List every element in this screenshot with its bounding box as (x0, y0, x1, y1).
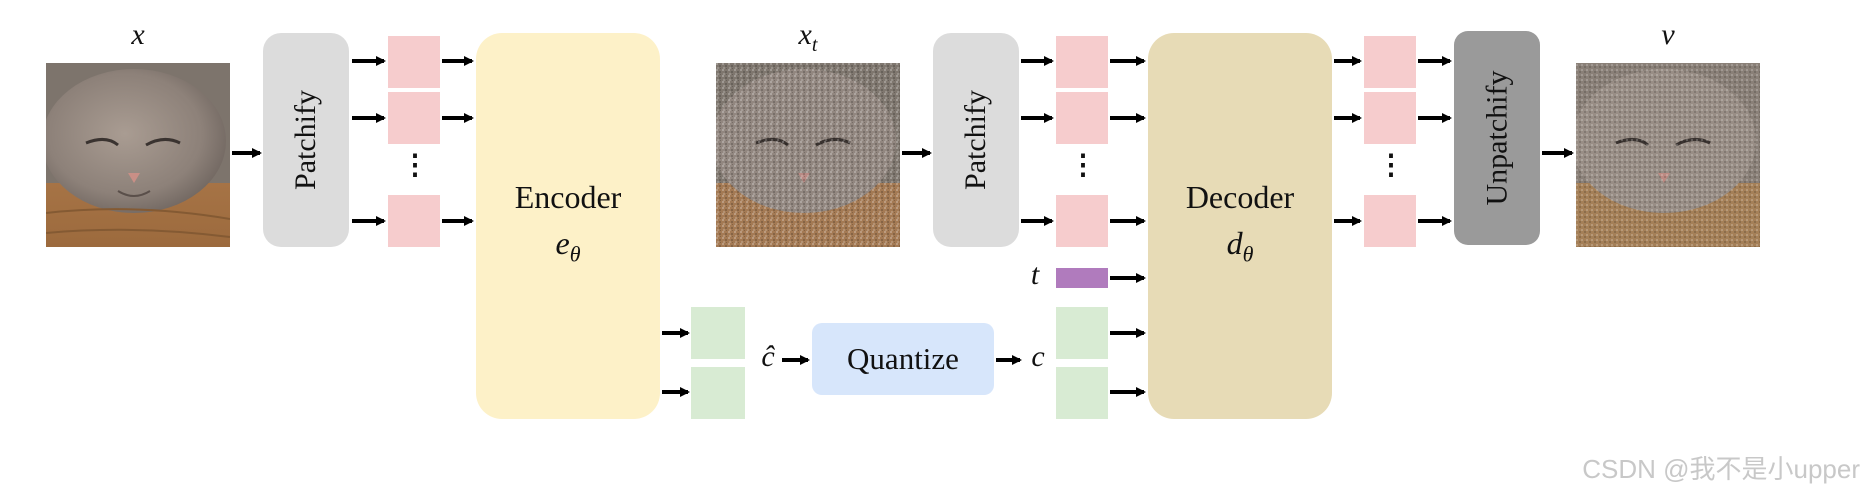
watermark: CSDN @我不是小upper (1582, 449, 1860, 486)
